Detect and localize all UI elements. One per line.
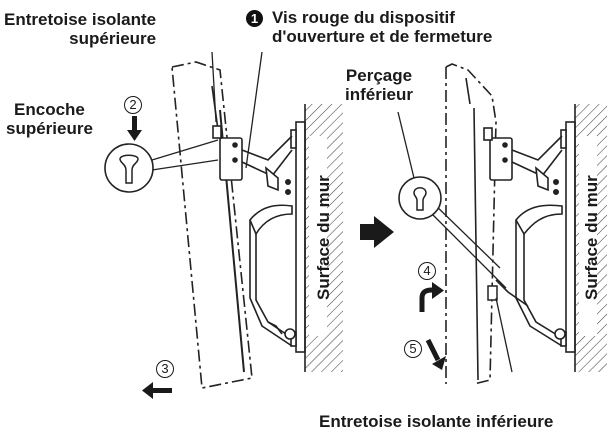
red-screw-label: Vis rouge du dispositif d'ouverture et d… [272,8,493,47]
left-arrow-icon [142,382,172,399]
lower-hole-label: Perçage inférieur [345,66,414,105]
left-tilted-tv [171,61,253,389]
keyhole-hole-icon [398,176,442,220]
left-wall-bracket [241,121,306,353]
right-wall-surface [574,104,607,372]
step-3-badge: 3 [156,360,174,378]
right-wall-bracket [495,121,576,353]
step-4-badge: 4 [418,262,436,280]
upper-notch-label: Encoche supérieure [6,100,93,139]
keyhole-slot-icon [104,143,154,193]
upper-spacer-label: Entretoise isolante supérieure [4,10,157,49]
right-upper-spacer [483,127,513,181]
right-leader-lines [397,111,513,373]
lower-spacer-label: Entretoise isolante inférieure [319,412,554,431]
right-upright-tv [445,63,497,385]
push-in-arrow-icon [419,282,444,312]
wall-surface-label-left: Surface du mur [314,175,333,300]
down-right-arrow-icon [425,338,446,370]
down-arrow-icon [127,116,142,141]
left-leader-lines [151,51,263,171]
left-upper-spacer [212,125,243,181]
right-arrow-icon [360,216,394,248]
right-lower-spacer [487,285,498,301]
step-5-badge: 5 [404,340,422,358]
step-2-badge: 2 [124,96,142,114]
wall-surface-label-right: Surface du mur [582,175,601,300]
left-wall-surface [304,104,343,372]
step-1-badge: 1 [246,10,263,27]
